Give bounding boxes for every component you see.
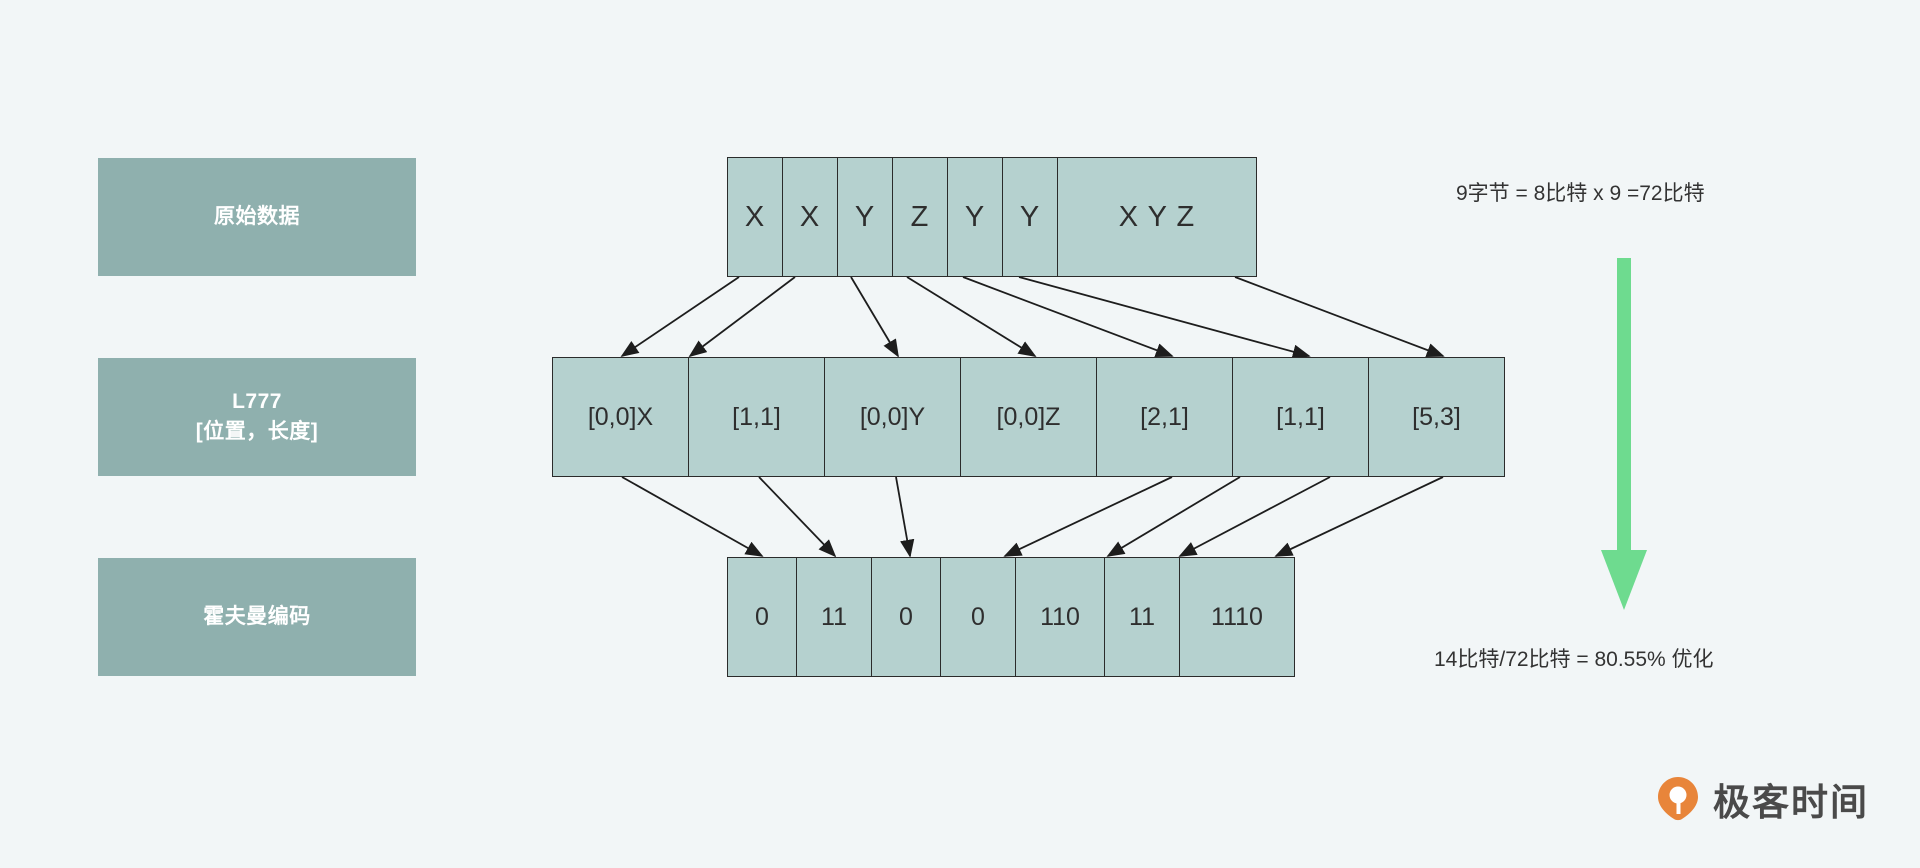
data-cell: [2,1] — [1096, 357, 1233, 477]
data-cell: [1,1] — [1232, 357, 1369, 477]
annotation-compression-ratio: 14比特/72比特 = 80.55% 优化 — [1434, 648, 1714, 671]
data-cell: 11 — [1104, 557, 1180, 677]
data-cell: [5,3] — [1368, 357, 1505, 477]
brand-logo-text: 极客时间 — [1713, 781, 1869, 824]
stage-label-subtitle: [位置，长度] — [195, 420, 319, 443]
stage-label-title: 霍夫曼编码 — [203, 604, 311, 628]
brand-logo: 极客时间 — [1655, 772, 1869, 826]
data-cell: X — [782, 157, 838, 277]
data-cell: [1,1] — [688, 357, 825, 477]
data-cell: X Y Z — [1057, 157, 1257, 277]
data-cell: Y — [1002, 157, 1058, 277]
geekbang-logo-icon — [1658, 777, 1698, 821]
stage-label-huffman: 霍夫曼编码 — [98, 558, 416, 676]
data-cell: [0,0]Z — [960, 357, 1097, 477]
annotation-original-size: 9字节 = 8比特 x 9 =72比特 — [1456, 182, 1705, 205]
data-cell: Y — [837, 157, 893, 277]
compression-direction-arrow — [1601, 258, 1647, 610]
lz77-row: [0,0]X[1,1][0,0]Y[0,0]Z[2,1][1,1][5,3] — [552, 357, 1505, 477]
data-cell: 0 — [940, 557, 1016, 677]
data-cell: Z — [892, 157, 948, 277]
data-cell: [0,0]X — [552, 357, 689, 477]
data-cell: 0 — [871, 557, 941, 677]
data-cell: 11 — [796, 557, 872, 677]
stage-label-original-data: 原始数据 — [98, 158, 416, 276]
data-cell: 110 — [1015, 557, 1105, 677]
data-cell: Y — [947, 157, 1003, 277]
data-cell: 1110 — [1179, 557, 1295, 677]
stage-label-lz77: L777 [位置，长度] — [98, 358, 416, 476]
stage-label-title: L777 — [232, 389, 282, 413]
stage-label-title: 原始数据 — [214, 204, 300, 228]
data-cell: 0 — [727, 557, 797, 677]
data-cell: X — [727, 157, 783, 277]
data-cell: [0,0]Y — [824, 357, 961, 477]
